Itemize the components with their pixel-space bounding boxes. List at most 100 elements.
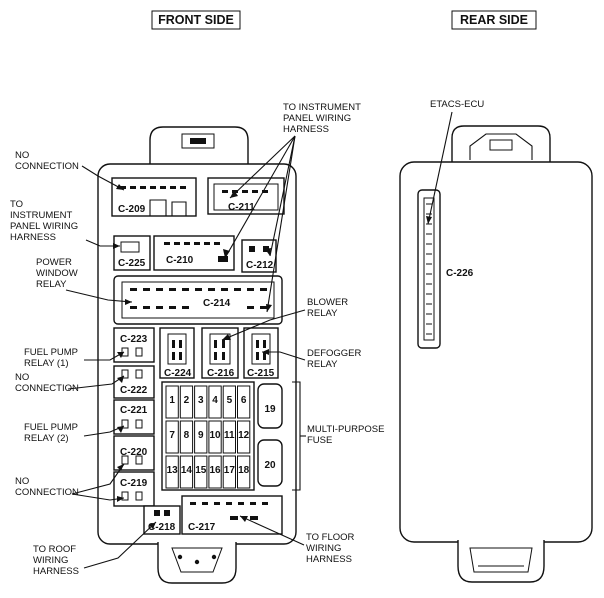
- svg-text:WIRING: WIRING: [306, 543, 341, 554]
- leader-ip-to-c214: [266, 135, 296, 313]
- arrowheads: [113, 184, 432, 529]
- front-bottom-hole: [211, 554, 217, 560]
- leader-ip-to-c210: [224, 135, 296, 259]
- callout-power-window-relay: POWER WINDOW RELAY: [36, 257, 78, 290]
- fuse-2-number: 2: [184, 395, 190, 406]
- c214-label: C-214: [203, 298, 231, 309]
- svg-text:RELAY: RELAY: [36, 279, 67, 290]
- svg-text:FUEL PUMP: FUEL PUMP: [24, 422, 78, 433]
- leader-no-conn-to-c220: [71, 463, 125, 495]
- callout-fuel-pump-relay-1: FUEL PUMP RELAY (1): [24, 347, 78, 369]
- connector-c226: C-226: [417, 189, 474, 349]
- svg-text:CONNECTION: CONNECTION: [15, 487, 79, 498]
- connector-c210: C-210: [153, 235, 235, 271]
- connector-c209: C-209: [111, 177, 197, 217]
- fuse-10-number: 10: [209, 430, 221, 441]
- fuse-15: [194, 455, 208, 489]
- c220-housing: [113, 435, 155, 471]
- callout-to-floor-harness: TO FLOOR WIRING HARNESS: [306, 532, 355, 565]
- c223-label: C-223: [120, 334, 148, 345]
- svg-text:RELAY (2): RELAY (2): [24, 433, 69, 444]
- connector-c214: C-214: [113, 275, 283, 325]
- fuse-6: [237, 385, 251, 419]
- connector-c220: C-220: [113, 435, 155, 471]
- fuse-1-number: 1: [169, 395, 175, 406]
- c212-label: C-212: [246, 260, 274, 271]
- rear-side-header: REAR SIDE: [451, 10, 537, 30]
- callout-no-connection-top: NO CONNECTION: [15, 150, 79, 172]
- fuse-12: [237, 420, 251, 454]
- fuse-5-number: 5: [227, 395, 233, 406]
- leader-to-roof: [83, 521, 157, 569]
- relay-c224: C-224: [159, 327, 195, 379]
- fuse-19-number: 19: [264, 404, 276, 415]
- rear-side-header-text: REAR SIDE: [460, 13, 528, 27]
- c218-label: C-218: [148, 522, 176, 533]
- svg-text:NO: NO: [15, 372, 29, 383]
- c219-housing: [113, 471, 155, 507]
- svg-text:HARNESS: HARNESS: [10, 232, 56, 243]
- fuse-12-number: 12: [238, 430, 250, 441]
- svg-text:TO FLOOR: TO FLOOR: [306, 532, 355, 543]
- fuse-17: [222, 455, 236, 489]
- c221-label: C-221: [120, 405, 148, 416]
- fuse-14: [179, 455, 194, 489]
- fuse-4-number: 4: [212, 395, 218, 406]
- fuse-16-number: 16: [209, 465, 221, 476]
- svg-text:CONNECTION: CONNECTION: [15, 383, 79, 394]
- c217-label: C-217: [188, 522, 216, 533]
- rear-fuse-box: [399, 125, 593, 583]
- relay-c215: C-215: [243, 327, 279, 379]
- fuse-7-number: 7: [169, 430, 175, 441]
- svg-text:NO: NO: [15, 476, 29, 487]
- c210-housing: [153, 235, 235, 271]
- c209-label: C-209: [118, 204, 146, 215]
- svg-text:DEFOGGER: DEFOGGER: [307, 348, 362, 359]
- leader-ip-to-c211: [229, 135, 296, 199]
- connector-c211: C-211: [207, 177, 285, 215]
- fuse-16: [208, 455, 222, 489]
- leader-to-floor: [239, 515, 305, 546]
- svg-text:PANEL WIRING: PANEL WIRING: [10, 221, 78, 232]
- svg-text:FUEL PUMP: FUEL PUMP: [24, 347, 78, 358]
- svg-text:POWER: POWER: [36, 257, 72, 268]
- svg-text:WIRING: WIRING: [33, 555, 68, 566]
- fuse-17-number: 17: [224, 465, 236, 476]
- front-side-header-text: FRONT SIDE: [158, 13, 234, 27]
- c225-label: C-225: [118, 258, 146, 269]
- leader-power-window: [65, 289, 133, 303]
- connector-c223: C-223: [113, 327, 155, 363]
- c223-housing: [113, 327, 155, 363]
- svg-text:MULTI-PURPOSE: MULTI-PURPOSE: [307, 424, 384, 435]
- c211-label: C-211: [228, 202, 255, 213]
- leader-no-connection-top: [81, 165, 125, 191]
- callout-no-connection-bottom: NO CONNECTION: [15, 476, 79, 498]
- fuse-10: [208, 420, 222, 454]
- callout-to-ip-harness-right: TO INSTRUMENT PANEL WIRING HARNESS: [283, 102, 361, 135]
- connector-c218: C-218: [143, 505, 181, 535]
- svg-text:BLOWER: BLOWER: [307, 297, 348, 308]
- leader-etacs-ecu: [427, 111, 453, 225]
- fuse-18-number: 18: [238, 465, 250, 476]
- fuse-6-number: 6: [241, 395, 247, 406]
- fuse-3: [194, 385, 208, 419]
- fuse-20-number: 20: [264, 460, 276, 471]
- fuse-15-number: 15: [195, 465, 207, 476]
- fuse-11: [222, 420, 236, 454]
- leader-ip-to-c212: [269, 135, 296, 257]
- c222-label: C-222: [120, 385, 148, 396]
- c220-label: C-220: [120, 447, 148, 458]
- callout-to-ip-harness-left: TO INSTRUMENT PANEL WIRING HARNESS: [10, 199, 78, 243]
- c216-label: C-216: [207, 368, 235, 379]
- svg-text:HARNESS: HARNESS: [33, 566, 79, 577]
- callout-no-connection-middle: NO CONNECTION: [15, 372, 79, 394]
- svg-text:NO: NO: [15, 150, 29, 161]
- c222-housing: [113, 365, 155, 399]
- fuse-3-number: 3: [198, 395, 204, 406]
- fuse-13: [165, 455, 179, 489]
- svg-text:HARNESS: HARNESS: [283, 124, 329, 135]
- connector-c222: C-222: [113, 365, 155, 399]
- c210-label: C-210: [166, 255, 194, 266]
- connector-c219: C-219: [113, 471, 155, 507]
